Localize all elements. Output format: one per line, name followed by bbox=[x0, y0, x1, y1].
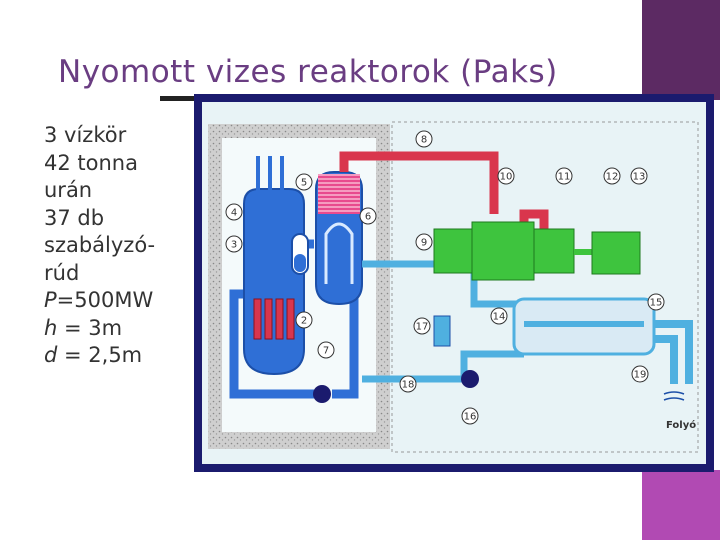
reactor-schematic-svg: 4 3 5 6 2 7 8 9 10 11 12 13 14 15 16 17 … bbox=[194, 94, 714, 472]
bullet-line: 3 vízkör bbox=[44, 123, 127, 147]
svg-text:5: 5 bbox=[301, 178, 307, 189]
bullet-line: rúd bbox=[44, 260, 80, 285]
cooling-outlet-pipe bbox=[654, 320, 693, 384]
cooling-inlet-pipe bbox=[654, 335, 678, 384]
svg-text:6: 6 bbox=[365, 212, 371, 223]
bullet-line-diameter: d = 2,5m bbox=[44, 342, 194, 370]
callout-2: 2 bbox=[295, 311, 313, 329]
steam-line bbox=[339, 151, 499, 214]
feed-pump-icon bbox=[461, 370, 479, 388]
svg-text:19: 19 bbox=[634, 370, 647, 381]
callout-4: 4 bbox=[225, 203, 243, 221]
svg-text:9: 9 bbox=[421, 238, 427, 249]
primary-loop-pipe bbox=[229, 289, 314, 399]
svg-text:18: 18 bbox=[402, 380, 415, 391]
callout-5: 5 bbox=[295, 173, 313, 191]
callout-13: 13 bbox=[630, 167, 648, 185]
callout-7: 7 bbox=[317, 341, 335, 359]
steam-generator bbox=[315, 171, 363, 306]
power-value: =500MW bbox=[56, 288, 154, 312]
turbine bbox=[433, 221, 592, 281]
bullet-list: 3 vízkör 42 tonna urán 37 db szabályzó- … bbox=[44, 122, 194, 370]
svg-text:12: 12 bbox=[606, 172, 619, 183]
decorative-side-strip bbox=[642, 0, 720, 540]
svg-text:10: 10 bbox=[500, 172, 513, 183]
primary-pump-icon bbox=[313, 385, 331, 403]
diameter-symbol: d bbox=[44, 343, 58, 367]
condenser bbox=[512, 297, 656, 356]
height-symbol: h bbox=[44, 315, 58, 340]
bullet-line: 42 tonna bbox=[44, 150, 138, 175]
svg-text:8: 8 bbox=[421, 135, 427, 146]
svg-text:3: 3 bbox=[231, 240, 237, 251]
preheater bbox=[433, 315, 451, 347]
reactor-vessel bbox=[243, 156, 305, 376]
bullet-line: urán bbox=[44, 178, 93, 202]
svg-text:11: 11 bbox=[558, 172, 571, 183]
bullet-line-height: h = 3m bbox=[44, 315, 194, 343]
svg-text:14: 14 bbox=[493, 312, 506, 323]
callout-15: 15 bbox=[647, 293, 665, 311]
power-symbol: P bbox=[44, 288, 57, 312]
callout-6: 6 bbox=[359, 207, 377, 225]
callout-14: 14 bbox=[490, 307, 508, 325]
bullet-line: szabályzó- bbox=[44, 233, 156, 257]
callout-12: 12 bbox=[603, 167, 621, 185]
callout-18: 18 bbox=[399, 375, 417, 393]
svg-text:17: 17 bbox=[416, 322, 429, 333]
decorative-strip-top bbox=[642, 0, 720, 100]
decorative-strip-bottom bbox=[642, 470, 720, 540]
pressurizer bbox=[291, 233, 309, 275]
callout-9: 9 bbox=[415, 233, 433, 251]
callout-17: 17 bbox=[413, 317, 431, 335]
callout-3: 3 bbox=[225, 235, 243, 253]
svg-text:15: 15 bbox=[650, 298, 663, 309]
river-waves-icon bbox=[663, 391, 685, 401]
bullet-line-power: P=500MW bbox=[44, 287, 194, 315]
river-label: Folyó bbox=[666, 419, 696, 431]
bullet-line: 37 db bbox=[44, 205, 105, 230]
reactor-schematic: 4 3 5 6 2 7 8 9 10 11 12 13 14 15 16 17 … bbox=[194, 94, 714, 472]
svg-text:7: 7 bbox=[323, 346, 329, 357]
slide-title: Nyomott vizes reaktorok (Paks) bbox=[58, 54, 558, 90]
generator bbox=[591, 231, 641, 275]
callout-11: 11 bbox=[555, 167, 573, 185]
svg-text:16: 16 bbox=[464, 412, 477, 423]
diameter-value: = 2,5m bbox=[57, 343, 143, 367]
callout-19: 19 bbox=[631, 365, 649, 383]
svg-text:2: 2 bbox=[301, 316, 307, 327]
callout-numbers: 4 3 5 6 2 7 8 9 10 11 12 13 14 15 16 17 … bbox=[225, 130, 665, 425]
svg-text:4: 4 bbox=[231, 208, 237, 219]
callout-8: 8 bbox=[415, 130, 433, 148]
height-value: = 3m bbox=[57, 315, 123, 340]
turbine-hall-outline bbox=[391, 121, 699, 453]
callout-16: 16 bbox=[461, 407, 479, 425]
callout-10: 10 bbox=[497, 167, 515, 185]
svg-text:13: 13 bbox=[633, 172, 646, 183]
